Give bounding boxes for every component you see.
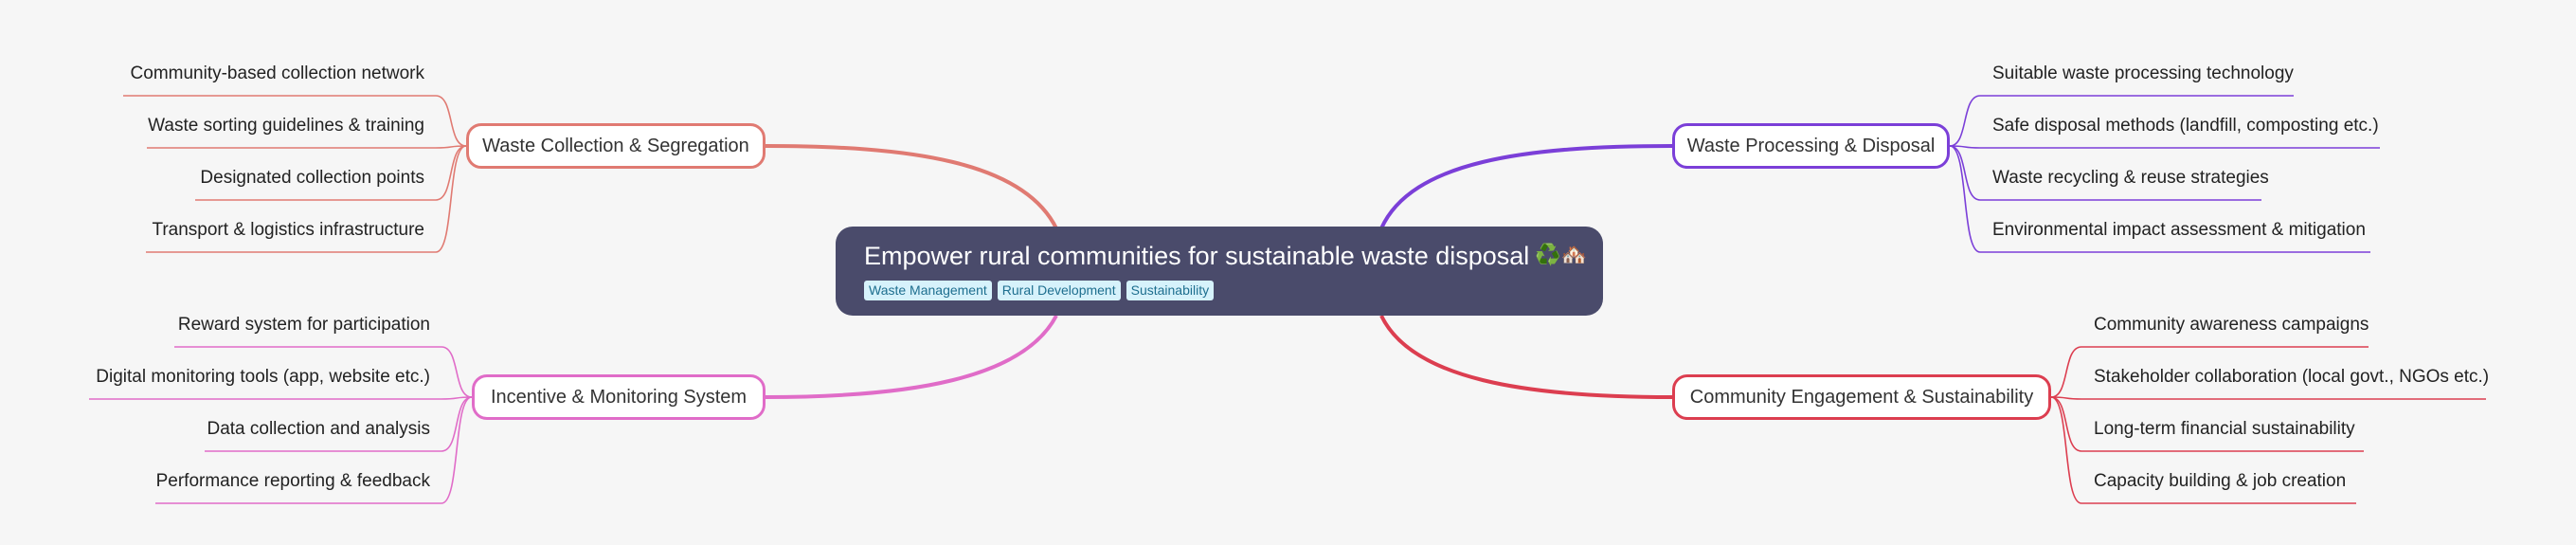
leaf-transport-logistics[interactable]: Transport & logistics infrastructure [152,220,424,240]
root-title-row: Empower rural communities for sustainabl… [864,240,1587,272]
leaf-line [205,396,473,452]
leaf-line [2050,396,2486,400]
leaf-financial-sustainability[interactable]: Long-term financial sustainability [2094,419,2355,439]
leaf-stakeholder-collaboration[interactable]: Stakeholder collaboration (local govt., … [2094,367,2490,387]
branch-waste-collection[interactable]: Waste Collection & Segregation [466,123,766,169]
branch-waste-processing[interactable]: Waste Processing & Disposal [1672,123,1950,169]
tag-rural-development[interactable]: Rural Development [997,281,1121,300]
leaf-line [123,95,467,147]
leaf-line [2050,396,2356,504]
root-title: Empower rural communities for sustainabl… [864,242,1530,270]
leaf-line [195,145,467,201]
leaf-line [147,145,467,149]
leaf-line [1949,145,2380,149]
leaf-processing-technology[interactable]: Suitable waste processing technology [1992,64,2294,83]
leaf-line [1949,145,2261,201]
connector-collection [765,144,1058,229]
branch-label: Incentive & Monitoring System [490,386,748,408]
leaf-performance-reporting[interactable]: Performance reporting & feedback [155,471,430,491]
leaf-line [1949,95,2294,147]
leaf-sorting-guidelines[interactable]: Waste sorting guidelines & training [148,116,424,136]
leaf-digital-monitoring[interactable]: Digital monitoring tools (app, website e… [96,367,430,387]
tag-waste-management[interactable]: Waste Management [864,281,992,300]
leaf-line [89,396,473,400]
leaf-awareness-campaigns[interactable]: Community awareness campaigns [2094,315,2369,335]
leaf-capacity-building[interactable]: Capacity building & job creation [2094,471,2347,491]
leaf-collection-points[interactable]: Designated collection points [200,168,424,188]
leaf-line [155,396,473,504]
leaf-reward-system[interactable]: Reward system for participation [177,315,430,335]
leaf-line [174,346,473,398]
tag-sustainability[interactable]: Sustainability [1126,281,1215,300]
leaf-safe-disposal[interactable]: Safe disposal methods (landfill, compost… [1992,116,2379,136]
leaf-data-collection[interactable]: Data collection and analysis [207,419,430,439]
leaf-line [2050,396,2364,452]
connector-processing [1379,144,1673,229]
leaf-line [1949,145,2370,253]
leaf-line [2050,346,2369,398]
leaf-collection-network[interactable]: Community-based collection network [130,64,424,83]
branch-community-engagement[interactable]: Community Engagement & Sustainability [1672,374,2051,420]
branch-label: Waste Processing & Disposal [1686,135,1936,156]
connector-engagement [1379,315,1673,399]
leaf-impact-assessment[interactable]: Environmental impact assessment & mitiga… [1992,220,2366,240]
leaf-recycling-reuse[interactable]: Waste recycling & reuse strategies [1992,168,2269,188]
branch-label: Waste Collection & Segregation [482,135,749,156]
recycle-house-icon: ♻️🏘️ [1535,244,1588,267]
root-topic[interactable]: Empower rural communities for sustainabl… [836,227,1603,316]
connector-incentive [765,315,1058,399]
branch-label: Community Engagement & Sustainability [1689,386,2034,408]
branch-incentive-monitoring[interactable]: Incentive & Monitoring System [472,374,766,420]
tag-list: Waste Management Rural Development Susta… [864,281,1576,300]
leaf-line [146,145,467,253]
